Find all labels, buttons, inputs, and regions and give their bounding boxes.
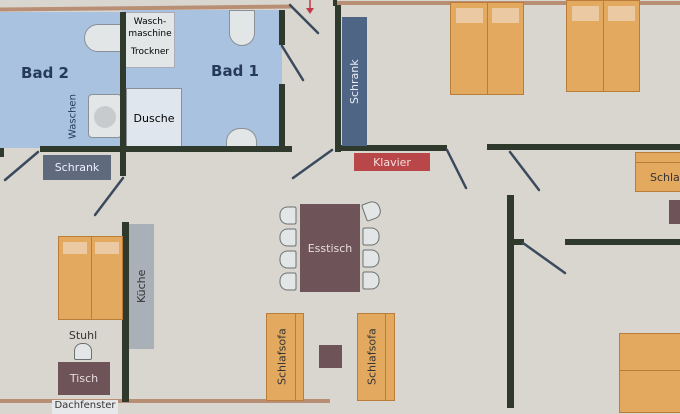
dryer-label: Trockner: [130, 47, 170, 57]
wall: [279, 84, 285, 148]
toilet-bad-2: [84, 24, 122, 52]
stuhl-label: Stuhl: [68, 328, 98, 342]
door: [445, 148, 468, 190]
schlafsofa-left-label: Schlafsofa: [275, 328, 289, 386]
schrank-hall: Schrank: [43, 155, 111, 180]
double-bed: [58, 236, 123, 320]
double-bed: [450, 2, 524, 95]
tisch: Tisch: [58, 362, 110, 395]
coffee-table: [319, 345, 342, 368]
wall: [40, 146, 292, 152]
chair: [279, 228, 297, 247]
entrance-arrow-icon: [306, 0, 314, 14]
dachfenster-label: Dachfenster: [52, 400, 118, 414]
side-table: [669, 200, 680, 224]
kueche: Küche: [129, 224, 154, 349]
esstisch: Esstisch: [300, 204, 360, 292]
wall: [279, 10, 285, 45]
chair: [362, 271, 380, 290]
door: [291, 148, 334, 180]
washer-dryer: [125, 12, 175, 68]
klavier: Klavier: [354, 153, 430, 171]
door: [288, 3, 320, 35]
chair: [279, 272, 297, 291]
wall: [565, 239, 680, 245]
wall: [333, 0, 337, 6]
shower-label: Dusche: [133, 111, 175, 125]
room-label-bad-2: Bad 2: [21, 64, 69, 82]
chair: [362, 227, 380, 246]
door: [508, 150, 541, 192]
double-bed: [566, 0, 640, 92]
schrank-room: Schrank: [342, 17, 367, 146]
wall: [120, 12, 126, 176]
wall: [487, 144, 680, 150]
wall: [335, 145, 447, 151]
wall: [507, 239, 524, 245]
bottom-outer-wall: [0, 399, 330, 403]
schlafsofa-right-label: Schlafsofa: [365, 328, 379, 386]
wall: [122, 222, 129, 402]
chair: [279, 250, 297, 269]
door: [3, 150, 40, 182]
room-label-bad-1: Bad 1: [211, 62, 259, 80]
chair: [362, 249, 380, 268]
double-bed: [619, 333, 680, 413]
chair: [74, 343, 92, 360]
wall: [0, 148, 4, 157]
schlafsofa-left: Schlafsofa: [266, 313, 304, 401]
washbasin-drain: [94, 106, 116, 128]
schlafsofa-edge-label: Schla: [650, 170, 680, 184]
washer-label: Wasch- maschine: [128, 17, 172, 39]
door: [93, 176, 125, 217]
wall: [335, 5, 341, 152]
door: [521, 241, 567, 275]
toilet-bad-1-top: [229, 10, 255, 46]
door: [280, 44, 305, 82]
chair: [279, 206, 297, 225]
wall: [507, 195, 514, 408]
schlafsofa-edge: Schla: [635, 152, 680, 192]
schlafsofa-right: Schlafsofa: [357, 313, 395, 401]
